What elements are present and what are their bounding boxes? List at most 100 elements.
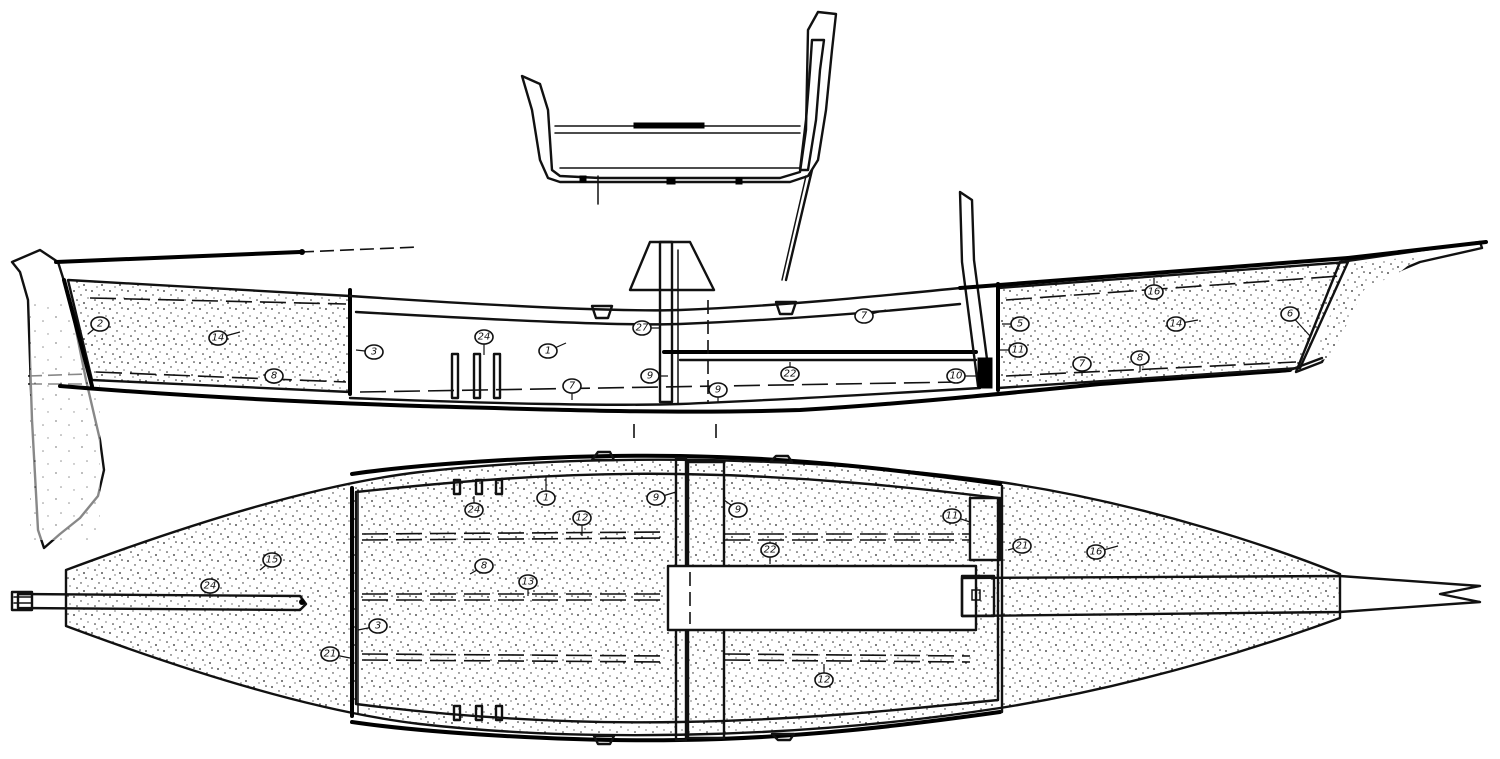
callout-number: 9 (653, 493, 659, 504)
callout-plan-14: 3 (357, 618, 388, 634)
aft-deck-dash-bottom (95, 371, 347, 383)
plan-sheer-top (350, 453, 1002, 486)
plan-slat-top-1 (452, 478, 462, 496)
plan-bowsprit-heel (960, 574, 996, 618)
tiller-extension (299, 246, 419, 253)
callout-profile-4: 3 (355, 344, 384, 360)
callout-plan-12: 16 (1086, 544, 1119, 560)
callout-number: 8 (481, 561, 487, 572)
foredeck-dash-top (1005, 275, 1341, 301)
plan-oarlock-top-aft (590, 450, 616, 462)
callout-circle (760, 542, 780, 558)
callout-number: 3 (371, 347, 377, 358)
callout-plan-9: 13 (518, 574, 538, 596)
callout-number: 16 (1148, 287, 1161, 298)
callout-number: 13 (522, 577, 535, 588)
callout-number: 1 (545, 346, 551, 357)
callout-circle (942, 508, 962, 524)
bowsprit (1346, 240, 1488, 260)
seat-fitting-a (579, 175, 587, 183)
callout-circle (1166, 316, 1186, 332)
plan-slat-bottom-2 (474, 704, 484, 722)
transom (62, 278, 94, 388)
callout-plan-1: 24 (464, 496, 484, 518)
callout-plan-2: 1 (536, 476, 556, 506)
callout-number: 21 (324, 649, 337, 660)
plan-bowsprit-bolt (971, 589, 981, 601)
plan-slat-bottom-3 (494, 704, 504, 722)
plan-floor-dash-6 (361, 659, 669, 663)
floor-slat-3 (492, 352, 502, 400)
plan-floor-dash-1 (361, 531, 669, 535)
callout-circle (464, 502, 484, 518)
callout-number: 22 (764, 545, 777, 556)
callout-number: 1 (543, 493, 549, 504)
plan-floor-dash-5 (361, 653, 669, 657)
callout-number: 21 (1016, 541, 1029, 552)
callout-profile-6: 1 (538, 342, 567, 359)
seat-slot (633, 122, 705, 129)
plan-slat-top-3 (494, 478, 504, 496)
plan-slat-bottom-1 (452, 704, 462, 722)
plan-mast-block (968, 496, 1002, 562)
forefoot (1288, 356, 1324, 372)
floor-dash-line (359, 381, 961, 393)
callout-profile-17: 14 (1166, 316, 1199, 332)
callout-circle (364, 344, 384, 360)
callout-circle (474, 329, 494, 345)
callout-circle (1086, 544, 1106, 560)
callout-circle (200, 578, 220, 594)
oarlock-fwd (774, 300, 798, 316)
hull-gunwale-lower (354, 302, 962, 326)
callout-profile-18: 7 (1072, 356, 1092, 376)
callout-number: 7 (861, 311, 868, 322)
mast-slot (798, 38, 826, 172)
callout-number: 11 (1012, 345, 1025, 356)
callout-plan-13: 24 (200, 578, 220, 598)
cockpit-well-outline (354, 472, 1000, 724)
callout-circle (1072, 356, 1092, 372)
callout-number: 2 (97, 319, 103, 330)
callout-number: 9 (715, 385, 721, 396)
tiller (54, 250, 302, 264)
callout-number: 10 (950, 371, 963, 382)
callout-plan-15: 21 (320, 646, 351, 662)
bow-stem-texture (1312, 256, 1420, 362)
callout-number: 8 (1137, 353, 1143, 364)
aft-deck-dash-top (89, 297, 347, 305)
plan-thwart-outline (666, 564, 978, 632)
callout-profile-7: 7 (562, 378, 582, 400)
plan-bowsprit (960, 574, 1482, 618)
callout-profile-10: 9 (708, 382, 728, 402)
callout-circle (632, 320, 652, 336)
callout-profile-13: 10 (946, 368, 976, 384)
callout-number: 11 (946, 511, 959, 522)
callout-number: 3 (375, 621, 381, 632)
callout-circle (780, 366, 800, 382)
callout-circle (640, 368, 660, 384)
callout-profile-14: 5 (1002, 316, 1030, 332)
callout-circle (1012, 538, 1032, 554)
callout-profile-19: 8 (1130, 350, 1150, 372)
plan-tiller (16, 592, 308, 612)
hull-keel-line (58, 368, 1292, 414)
plan-floor-dash-10 (723, 659, 971, 663)
callout-circle (946, 368, 966, 384)
plan-view (10, 450, 1482, 746)
mast-stay-inner (781, 175, 807, 281)
plan-oarlock-top-fwd (768, 454, 794, 464)
callout-circle (728, 502, 748, 518)
callout-profile-5: 24 (474, 329, 494, 355)
callout-circle (1280, 306, 1300, 322)
plan-tiller-pivot (299, 599, 305, 605)
callout-profile-8: 27 (632, 320, 660, 336)
callout-number: 5 (1017, 319, 1023, 330)
seat-frame-outline (520, 10, 838, 184)
seat-mast-detail (520, 10, 838, 282)
callout-circle (708, 382, 728, 398)
plan-thwart (668, 566, 976, 630)
foredeck-dash-bottom (1005, 361, 1297, 377)
callout-plan-8: 8 (469, 558, 494, 575)
floor-slat-1 (450, 352, 460, 400)
mast-step (977, 357, 993, 389)
